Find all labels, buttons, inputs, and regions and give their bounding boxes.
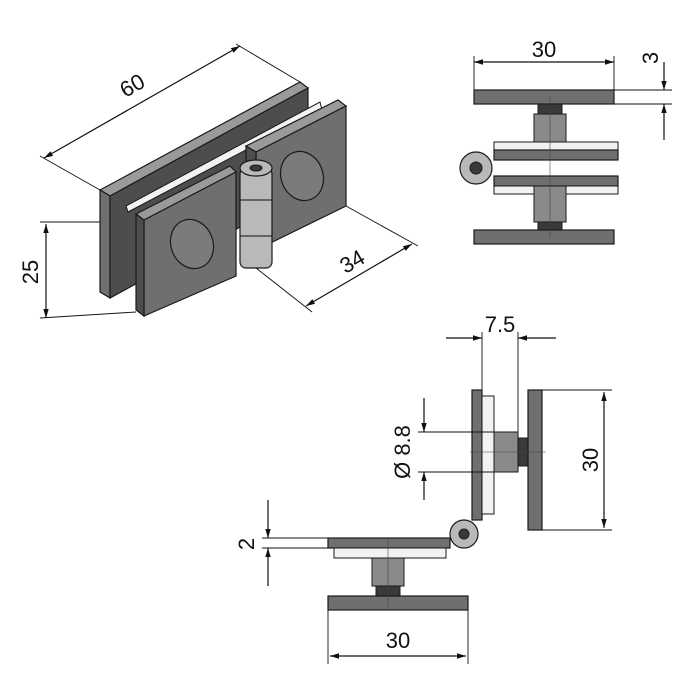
vertical-leaf-plate: [471, 389, 483, 521]
bottom-plate: [473, 229, 615, 245]
vertical-outer-plate: [527, 389, 543, 531]
hinge-pin-icon: [469, 161, 483, 175]
dimension-line-34: [305, 243, 413, 307]
middle-plate-upper: [493, 149, 619, 161]
extension-line: [255, 267, 313, 313]
front-view: 30 3: [459, 37, 672, 245]
top-plate: [473, 89, 615, 105]
dimension-height-label: 30: [578, 448, 603, 472]
horizontal-glass: [333, 547, 447, 559]
horizontal-outer-plate: [327, 595, 469, 611]
isometric-view: 60 25 34: [18, 43, 419, 319]
extension-line: [345, 205, 419, 247]
extension-line: [39, 311, 137, 319]
dimension-depth-label: 34: [335, 245, 369, 279]
middle-plate-lower: [493, 175, 619, 187]
back-plate-face: [99, 188, 111, 300]
dimension-width-label: 30: [532, 37, 556, 62]
glass-layer: [493, 141, 619, 151]
left-plate-edge: [135, 212, 145, 318]
dimension-height-label: 25: [18, 260, 43, 284]
dimension-offset-label: 7.5: [485, 312, 516, 337]
hinge-barrel: [239, 167, 273, 269]
dimension-width-label: 30: [386, 628, 410, 653]
side-view: 7.5 Ø 8.8 30 2 30: [234, 312, 612, 664]
dimension-thickness-label: 3: [638, 52, 663, 64]
right-plate-hole: [279, 150, 325, 202]
vertical-glass: [481, 395, 495, 515]
extension-line: [235, 43, 301, 83]
dimension-length-label: 60: [115, 69, 149, 103]
extension-line: [39, 155, 101, 191]
dimension-line-60: [43, 45, 241, 159]
dimension-diameter-label: Ø 8.8: [390, 425, 415, 479]
horizontal-leaf-plate: [327, 537, 451, 549]
hinge-pin-icon: [249, 164, 263, 172]
dimension-gap-label: 2: [234, 538, 259, 550]
hinge-pin-icon: [458, 528, 470, 540]
left-plate-hole: [169, 218, 215, 270]
